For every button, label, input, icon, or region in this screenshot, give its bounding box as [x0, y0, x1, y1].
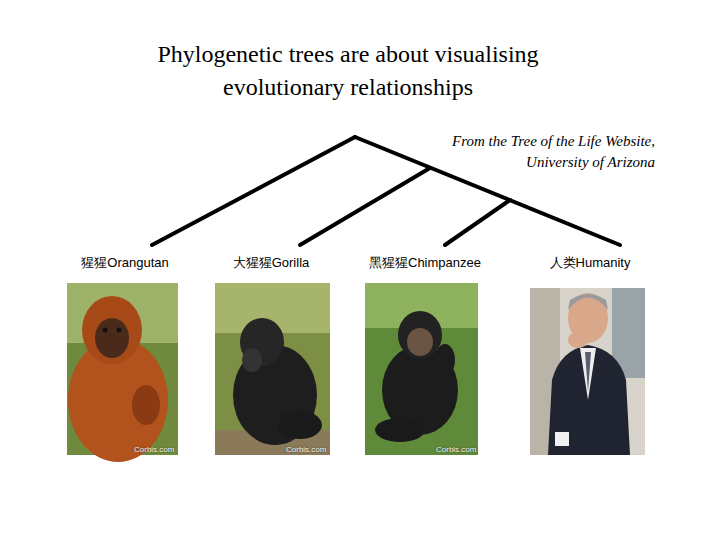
source-note: From the Tree of the Life Website, Unive…: [397, 131, 655, 173]
species-label: 黑猩猩Chimpanzee: [369, 254, 481, 272]
orangutan-photo: [67, 283, 178, 462]
species-label: 大猩猩Gorilla: [233, 254, 310, 272]
slide-title: Phylogenetic trees are about visualising…: [113, 38, 583, 104]
watermark: Corbis.com: [286, 445, 326, 455]
humanity-photo: [530, 288, 645, 455]
species-label: 猩猩Orangutan: [81, 254, 168, 272]
gorilla-photo: [215, 283, 330, 455]
chimpanzee-photo: [365, 283, 478, 455]
species-label: 人类Humanity: [550, 254, 631, 272]
phylogenetic-tree: [152, 137, 620, 245]
watermark: Corbis.com: [134, 445, 174, 455]
watermark: Corbis.com: [436, 445, 476, 455]
